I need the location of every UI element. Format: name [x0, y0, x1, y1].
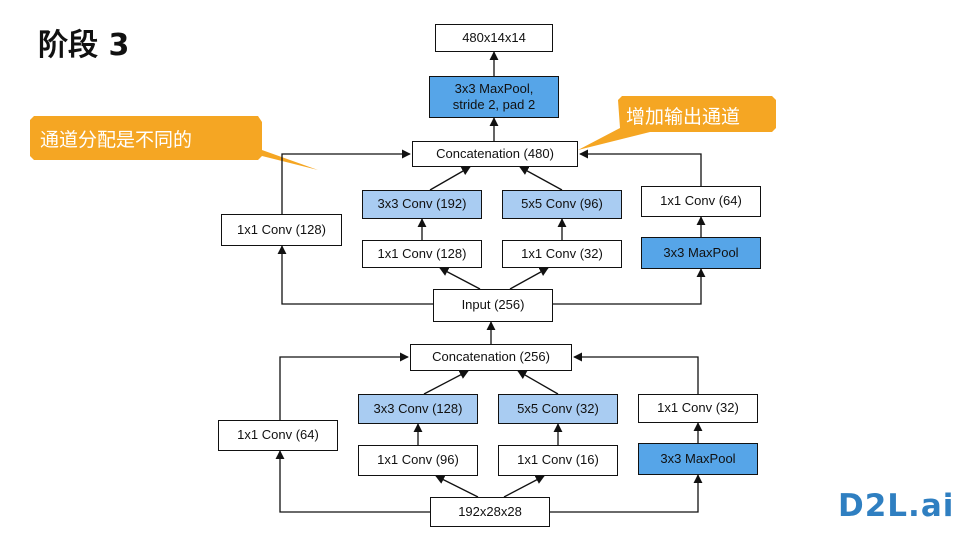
page-title: 阶段 3: [38, 28, 130, 63]
lower-path3-conv5-node: 5x5 Conv (32): [498, 394, 618, 424]
edge-lower-path1-to-concat: [279, 352, 409, 420]
upper-maxpool-node: 3x3 MaxPool, stride 2, pad 2: [429, 76, 559, 118]
edge-input-to-p3c1: [509, 267, 549, 290]
upper-input-node: Input (256): [433, 289, 553, 322]
edge-input-to-path4: [553, 268, 706, 305]
lower-path4-pool-node: 3x3 MaxPool: [638, 443, 758, 475]
upper-path2-conv1-node: 1x1 Conv (128): [362, 240, 482, 268]
d2l-logo: D2L.ai: [838, 488, 955, 524]
callout-right-text: 增加输出通道: [626, 106, 741, 128]
edge-lower-input-to-p3c1: [503, 475, 545, 498]
edge-path3-to-concat: [519, 166, 563, 191]
edge-input-to-p2c1: [439, 267, 481, 290]
lower-input-node: 192x28x28: [430, 497, 550, 527]
upper-path4-conv1-node: 1x1 Conv (64): [641, 186, 761, 217]
callout-left-text: 通道分配是不同的: [40, 129, 193, 151]
upper-path1-conv1-node: 1x1 Conv (128): [221, 214, 342, 246]
lower-path1-conv1-node: 1x1 Conv (64): [218, 420, 338, 451]
upper-path2-conv3-node: 3x3 Conv (192): [362, 190, 482, 219]
lower-path2-conv1-node: 1x1 Conv (96): [358, 445, 478, 476]
edge-lower-path3-to-concat: [517, 370, 559, 395]
upper-concat-node: Concatenation (480): [412, 141, 578, 167]
edge-lower-input-to-path1: [275, 450, 430, 513]
edge-path1-to-concat: [281, 149, 411, 214]
lower-concat-node: Concatenation (256): [410, 344, 572, 371]
edge-lower-path4-to-concat: [573, 352, 699, 394]
edge-lower-input-to-p2c1: [435, 475, 479, 498]
edge-lower-input-to-path4: [550, 474, 703, 513]
lower-path4-conv1-node: 1x1 Conv (32): [638, 394, 758, 423]
edge-input-to-path1: [277, 245, 433, 305]
edge-lower-path2-to-concat: [423, 370, 469, 395]
upper-output-node: 480x14x14: [435, 24, 553, 52]
callout-left-shape: [30, 116, 318, 170]
upper-path4-pool-node: 3x3 MaxPool: [641, 237, 761, 269]
upper-path3-conv1-node: 1x1 Conv (32): [502, 240, 622, 268]
upper-path3-conv5-node: 5x5 Conv (96): [502, 190, 622, 219]
edge-path2-to-concat: [429, 166, 471, 191]
edge-path4-to-concat: [579, 149, 702, 186]
lower-path3-conv1-node: 1x1 Conv (16): [498, 445, 618, 476]
callout-right-shape: [578, 96, 776, 150]
lower-path2-conv3-node: 3x3 Conv (128): [358, 394, 478, 424]
